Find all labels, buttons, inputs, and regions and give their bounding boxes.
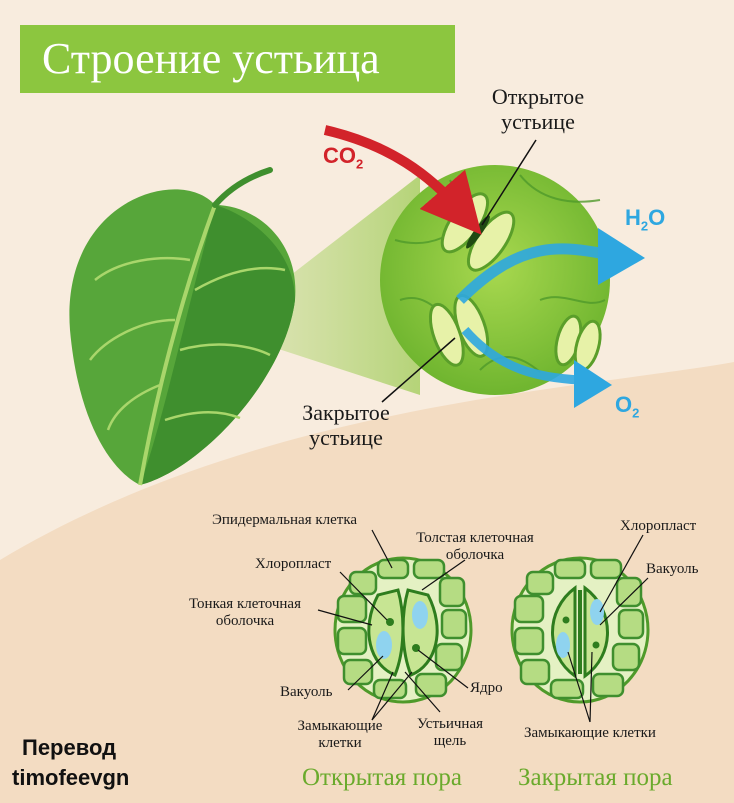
o2-label-sub: 2 xyxy=(632,405,640,421)
h2o-label-sub: 2 xyxy=(640,218,649,234)
co2-label: CO2 xyxy=(323,143,363,171)
open-chloroplast-label: Хлоропласт xyxy=(255,556,332,572)
open-guard-cells-label: Замыкающие клетки xyxy=(280,718,400,753)
h2o-label-o: O xyxy=(648,205,666,230)
closed-pore-caption: Закрытая пора xyxy=(518,764,673,791)
nucleus-label: Ядро xyxy=(470,680,503,696)
open-stoma-label-line1: Открытое xyxy=(491,84,585,109)
thin-wall-label-line2: оболочка xyxy=(215,613,275,630)
closed-vacuole-label: Вакуоль xyxy=(646,561,699,577)
open-stoma-label: Открытое устьице xyxy=(478,84,598,135)
h2o-arrowhead xyxy=(598,228,645,285)
leaf-illustration xyxy=(69,167,296,486)
closed-pore-leaders xyxy=(567,534,649,723)
co2-arrow xyxy=(323,125,482,235)
thick-wall-label-line1: Толстая клеточная xyxy=(416,530,534,546)
h2o-label: H2O xyxy=(625,205,665,233)
open-stoma-label-line2: устьице xyxy=(501,109,575,135)
open-vacuole-label: Вакуоль xyxy=(280,684,333,700)
page-title: Строение устьица xyxy=(20,25,455,93)
o2-label: O2 xyxy=(615,392,639,420)
closed-guard-cells-label: Замыкающие клетки xyxy=(524,725,656,741)
thick-wall-label: Толстая клеточная оболочка xyxy=(400,530,550,565)
epidermal-cell-label: Эпидермальная клетка xyxy=(212,512,358,528)
o2-label-main: O xyxy=(615,392,633,417)
open-guard-cells-label-line1: Замыкающие xyxy=(297,718,383,734)
credit-line1: Перевод xyxy=(22,735,117,760)
credit-line2: timofeevgn xyxy=(12,765,130,790)
closed-chloroplast-label: Хлоропласт xyxy=(620,518,697,534)
open-pore-caption: Открытая пора xyxy=(302,764,462,791)
closed-stoma-label-line2: устьице xyxy=(309,425,383,451)
closed-stoma-label: Закрытое устьице xyxy=(286,400,406,451)
open-pore-leaders xyxy=(317,529,469,721)
thin-wall-label-line1: Тонкая клеточная xyxy=(189,596,301,612)
stomatal-slit-label-line2: щель xyxy=(433,733,467,750)
stomatal-slit-label-line1: Устьичная xyxy=(416,716,484,732)
co2-label-sub: 2 xyxy=(356,156,364,172)
stomatal-slit-label: Устьичная щель xyxy=(400,716,500,751)
closed-pore-diagram xyxy=(510,556,650,704)
co2-label-main: CO xyxy=(323,143,356,168)
closed-stoma-label-line1: Закрытое xyxy=(302,400,390,425)
o2-arrowhead xyxy=(574,360,612,408)
h2o-label-h: H xyxy=(625,205,641,230)
o2-arrow xyxy=(461,327,581,385)
open-pore-diagram xyxy=(333,556,473,704)
open-guard-cells-label-line2: клетки xyxy=(318,735,362,752)
thick-wall-label-line2: оболочка xyxy=(445,547,505,564)
thin-wall-label: Тонкая клеточная оболочка xyxy=(170,596,320,631)
h2o-arrow xyxy=(456,243,612,304)
